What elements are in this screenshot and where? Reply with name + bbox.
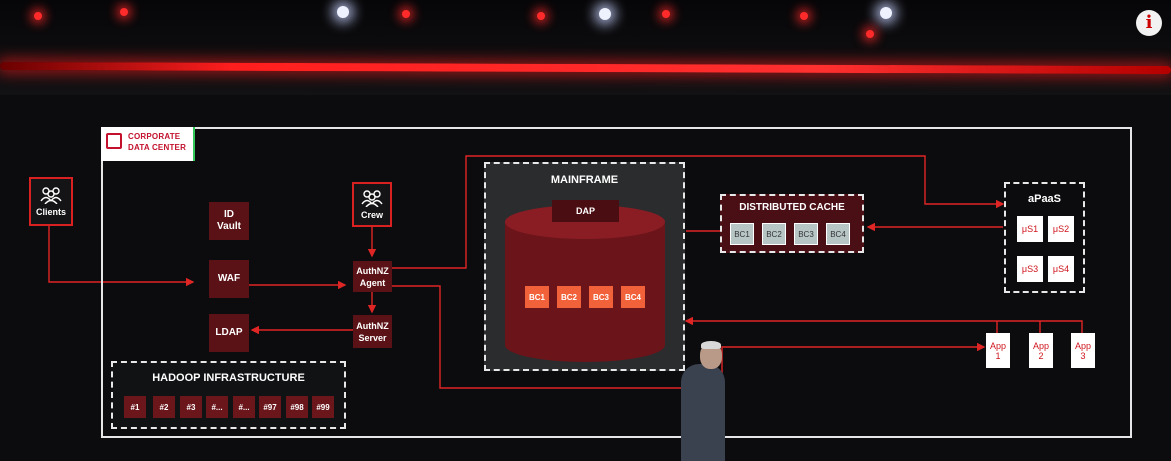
cache-bc1[interactable]: BC1	[730, 223, 754, 245]
apaas-panel	[1004, 182, 1085, 293]
distributed-cache-title: DISTRIBUTED CACHE	[739, 202, 845, 213]
presenter-silhouette	[681, 364, 725, 461]
database-cylinder-icon	[505, 205, 665, 362]
microservice-1[interactable]: μS1	[1017, 216, 1043, 242]
users-icon	[40, 186, 62, 204]
authnz-server-node[interactable]: AuthNZ Server	[353, 315, 392, 348]
hadoop-node[interactable]: #99	[312, 396, 334, 418]
frame-label-line1: CORPORATE	[128, 132, 181, 141]
info-icon[interactable]: i	[1136, 10, 1162, 36]
id-vault-node[interactable]: ID Vault	[209, 202, 249, 240]
hadoop-node[interactable]: #...	[233, 396, 255, 418]
app-3[interactable]: App 3	[1071, 333, 1095, 368]
stage-light-red	[402, 10, 410, 18]
stage-light-red	[537, 12, 545, 20]
presenter-hair	[701, 341, 721, 349]
mainframe-bc4[interactable]: BC4	[621, 286, 645, 308]
stage-light-white	[599, 8, 611, 20]
app-2[interactable]: App 2	[1029, 333, 1053, 368]
waf-node[interactable]: WAF	[209, 260, 249, 298]
clients-label: Clients	[35, 206, 66, 217]
crew-node[interactable]: Crew	[352, 182, 392, 227]
microservice-3[interactable]: μS3	[1017, 256, 1043, 282]
app-1[interactable]: App 1	[986, 333, 1010, 368]
cache-bc3[interactable]: BC3	[794, 223, 818, 245]
stage-light-red	[662, 10, 670, 18]
authnz-agent-node[interactable]: AuthNZ Agent	[353, 261, 392, 292]
stage-light-red	[34, 12, 42, 20]
stage-light-white	[880, 7, 892, 19]
stage-backdrop	[0, 0, 1171, 95]
ldap-node[interactable]: LDAP	[209, 314, 249, 352]
mainframe-title: MAINFRAME	[550, 174, 619, 186]
building-icon	[106, 133, 122, 149]
frame-label-line2: DATA CENTER	[128, 143, 187, 152]
mainframe-bc2[interactable]: BC2	[557, 286, 581, 308]
stage-light-red	[800, 12, 808, 20]
hadoop-node[interactable]: #...	[206, 396, 228, 418]
clients-node[interactable]: Clients	[29, 177, 73, 226]
mainframe-bc3[interactable]: BC3	[589, 286, 613, 308]
cache-bc4[interactable]: BC4	[826, 223, 850, 245]
microservice-4[interactable]: μS4	[1048, 256, 1074, 282]
stage-light-white	[337, 6, 349, 18]
microservice-2[interactable]: μS2	[1048, 216, 1074, 242]
hadoop-node[interactable]: #2	[153, 396, 175, 418]
corporate-data-center-frame	[101, 127, 1132, 438]
hadoop-title: HADOOP INFRASTRUCTURE	[152, 372, 305, 384]
hadoop-node[interactable]: #3	[180, 396, 202, 418]
dap-node[interactable]: DAP	[552, 200, 619, 222]
mainframe-bc1[interactable]: BC1	[525, 286, 549, 308]
hadoop-node[interactable]: #1	[124, 396, 146, 418]
stage-light-red	[120, 8, 128, 16]
hadoop-node[interactable]: #97	[259, 396, 281, 418]
cache-bc2[interactable]: BC2	[762, 223, 786, 245]
hadoop-node[interactable]: #98	[286, 396, 308, 418]
crew-label: Crew	[360, 209, 383, 220]
corporate-data-center-label	[101, 127, 195, 161]
apaas-title: aPaaS	[1027, 193, 1062, 205]
corporate-data-center-title: CORPORATE DATA CENTER	[128, 131, 186, 153]
users-icon	[361, 189, 383, 207]
presenter-head	[700, 343, 722, 369]
stage-light-red	[866, 30, 874, 38]
